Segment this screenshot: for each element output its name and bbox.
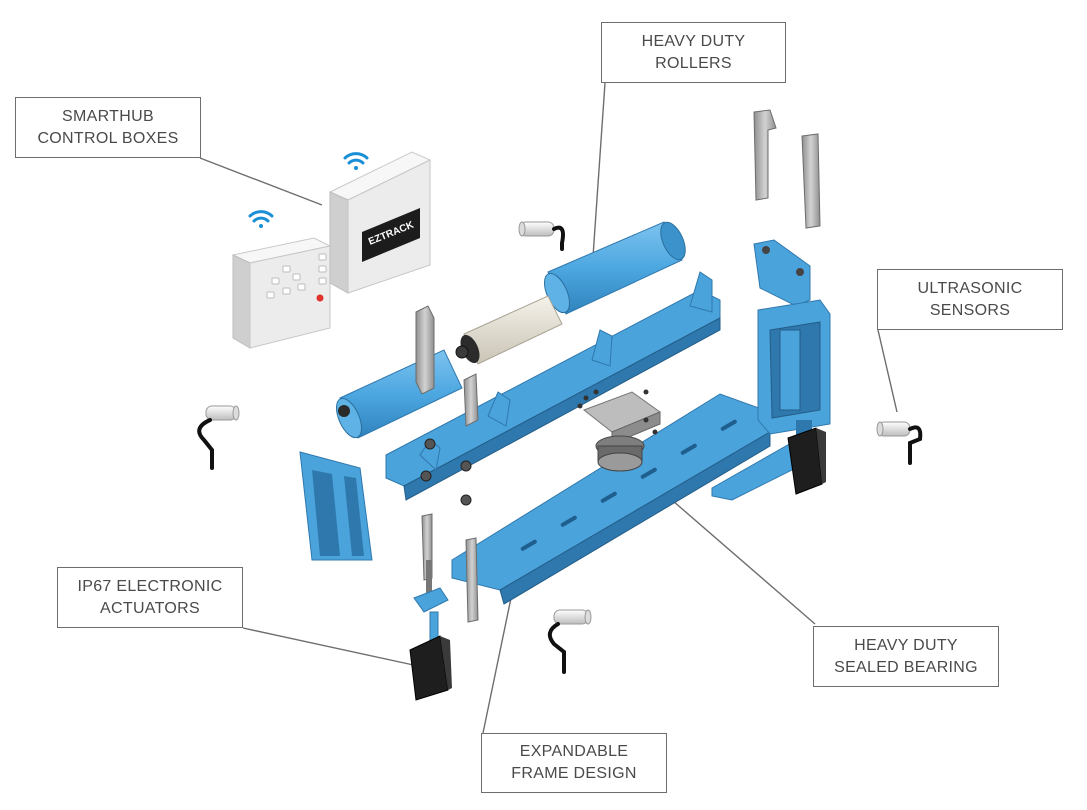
callout-line: EXPANDABLE [519, 743, 629, 760]
callout-ip67-electronic-actuators: IP67 ELECTRONIC ACTUATORS [57, 567, 243, 628]
callout-line: IP67 ELECTRONIC [77, 577, 223, 595]
wifi-icon [248, 210, 274, 228]
wifi-icon [343, 152, 369, 170]
ultrasonic-sensor [518, 221, 565, 251]
leader-lines [199, 82, 898, 734]
leader-smarthub [199, 157, 323, 206]
callout-ultrasonic-sensors: ULTRASONIC SENSORS [877, 269, 1063, 330]
callout-line: ULTRASONIC [917, 279, 1023, 297]
status-led [316, 294, 324, 302]
expandable-frame [299, 271, 821, 605]
smarthub-control-boxes: EZTRACK [231, 151, 432, 349]
ip67-electronic-actuator [409, 560, 452, 701]
right-side-assembly [753, 239, 831, 435]
ultrasonic-sensor [197, 405, 240, 470]
callout-heavy-duty-sealed-bearing: HEAVY DUTY SEALED BEARING [813, 626, 999, 687]
callout-line: ACTUATORS [100, 599, 200, 617]
callout-line: SEALED BEARING [834, 658, 978, 676]
callout-heavy-duty-rollers: HEAVY DUTY ROLLERS [601, 22, 786, 83]
callout-line: HEAVY DUTY [854, 636, 958, 654]
ultrasonic-sensor [876, 421, 923, 465]
callout-line: FRAME DESIGN [511, 765, 637, 782]
keypad-buttons [266, 253, 327, 299]
callout-line: SENSORS [929, 301, 1011, 319]
callout-line: HEAVY DUTY [641, 32, 746, 50]
callout-line: ROLLERS [655, 54, 732, 72]
ip67-electronic-actuator [787, 420, 826, 495]
leader-actuators [242, 627, 419, 667]
callout-line: CONTROL BOXES [37, 129, 179, 147]
callout-expandable-frame-design: EXPANDABLE FRAME DESIGN [481, 733, 667, 793]
mounting-brackets [415, 109, 821, 623]
ultrasonic-sensor [547, 609, 592, 674]
callout-line: SMARTHUB [62, 107, 154, 125]
heavy-duty-sealed-bearing [577, 389, 662, 472]
leader-ultrasonic [877, 329, 898, 413]
callout-smarthub-control-boxes: SMARTHUB CONTROL BOXES [15, 97, 201, 158]
